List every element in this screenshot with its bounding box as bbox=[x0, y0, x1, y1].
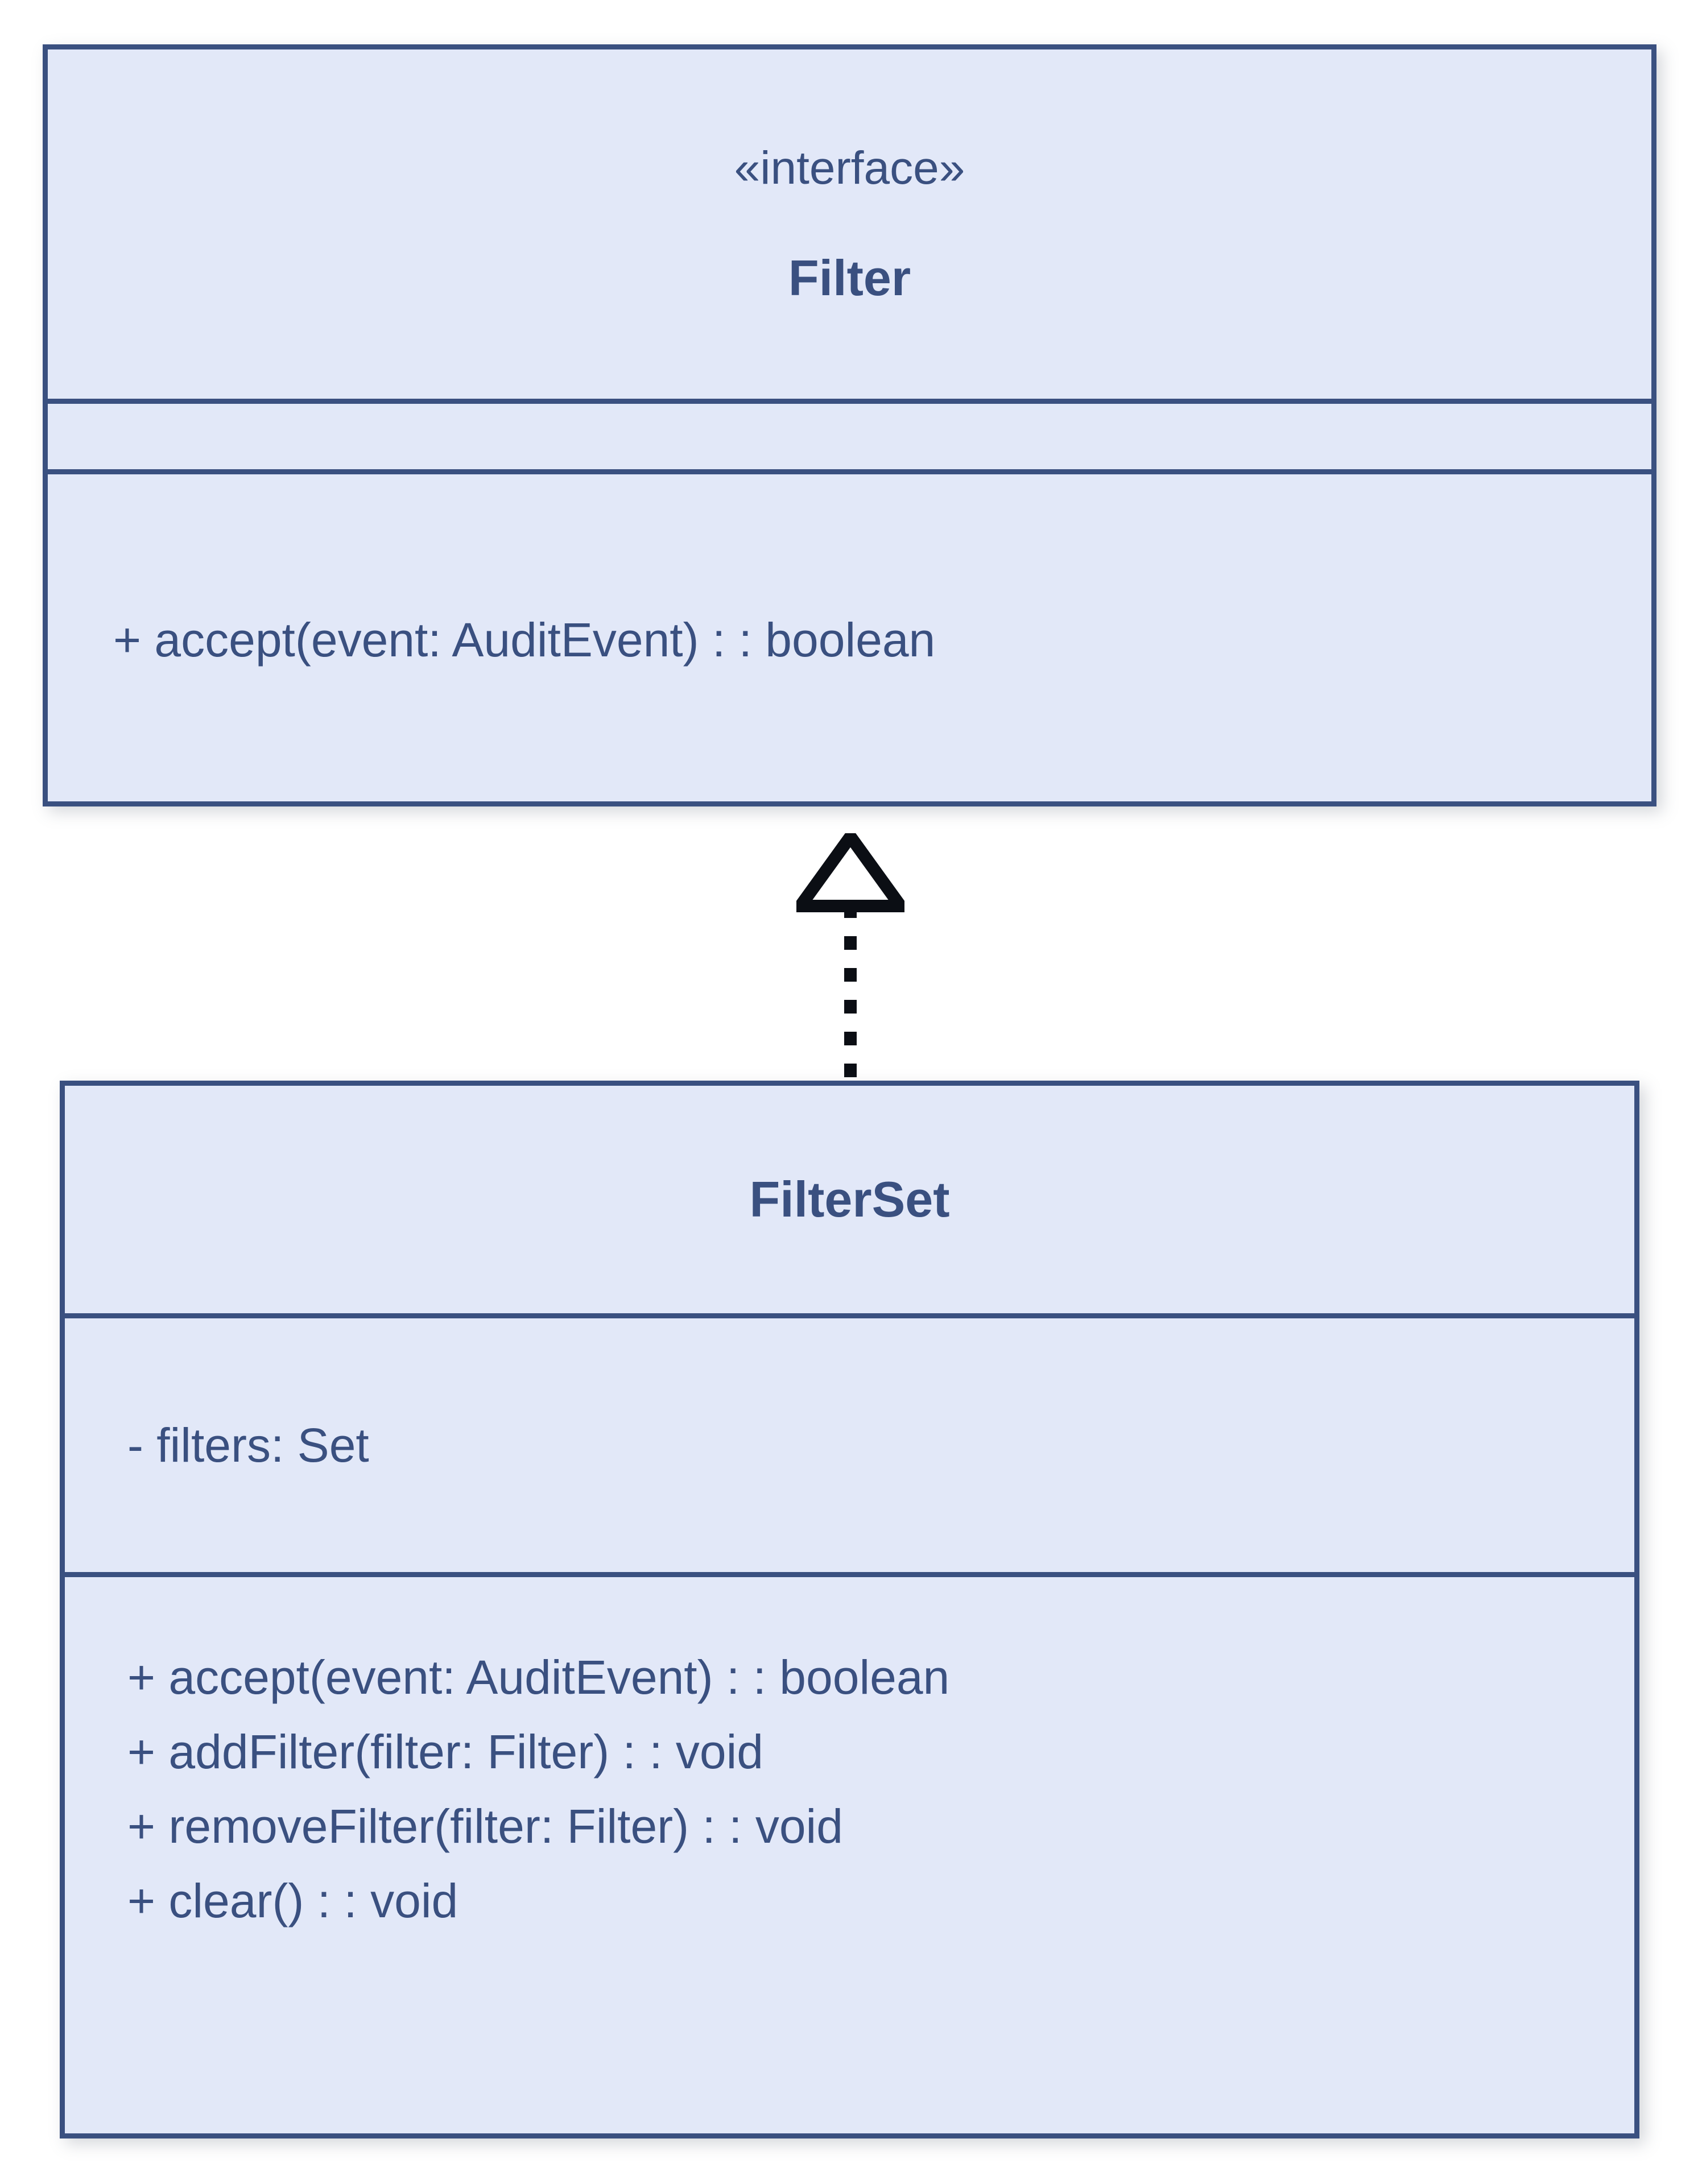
realization-connector-filterset-to-filter bbox=[788, 826, 913, 1083]
attribute-item: - filters: Set bbox=[127, 1418, 369, 1472]
method-item: + accept(event: AuditEvent) : : boolean bbox=[113, 613, 936, 667]
method-item: + accept(event: AuditEvent) : : boolean bbox=[127, 1650, 950, 1704]
realization-arrow-icon bbox=[788, 826, 913, 1081]
method-item: + clear() : : void bbox=[127, 1873, 458, 1927]
class-stereotype-filter: «interface» bbox=[734, 142, 965, 194]
class-methods-filterset: + accept(event: AuditEvent) : : boolean … bbox=[65, 1572, 1634, 2133]
class-attributes-filterset: - filters: Set bbox=[65, 1313, 1634, 1572]
hollow-triangle-head bbox=[788, 826, 913, 912]
class-attributes-filter bbox=[48, 399, 1651, 469]
method-item: + removeFilter(filter: Filter) : : void bbox=[127, 1799, 843, 1853]
method-item: + addFilter(filter: Filter) : : void bbox=[127, 1724, 763, 1778]
class-name-filter: Filter bbox=[788, 250, 911, 306]
class-methods-filter: + accept(event: AuditEvent) : : boolean bbox=[48, 469, 1651, 801]
class-header-filter: «interface» Filter bbox=[48, 49, 1651, 399]
class-header-filterset: FilterSet bbox=[65, 1086, 1634, 1313]
class-box-filter[interactable]: «interface» Filter + accept(event: Audit… bbox=[43, 44, 1656, 806]
class-name-filterset: FilterSet bbox=[749, 1171, 950, 1227]
class-box-filterset[interactable]: FilterSet - filters: Set + accept(event:… bbox=[60, 1081, 1639, 2138]
